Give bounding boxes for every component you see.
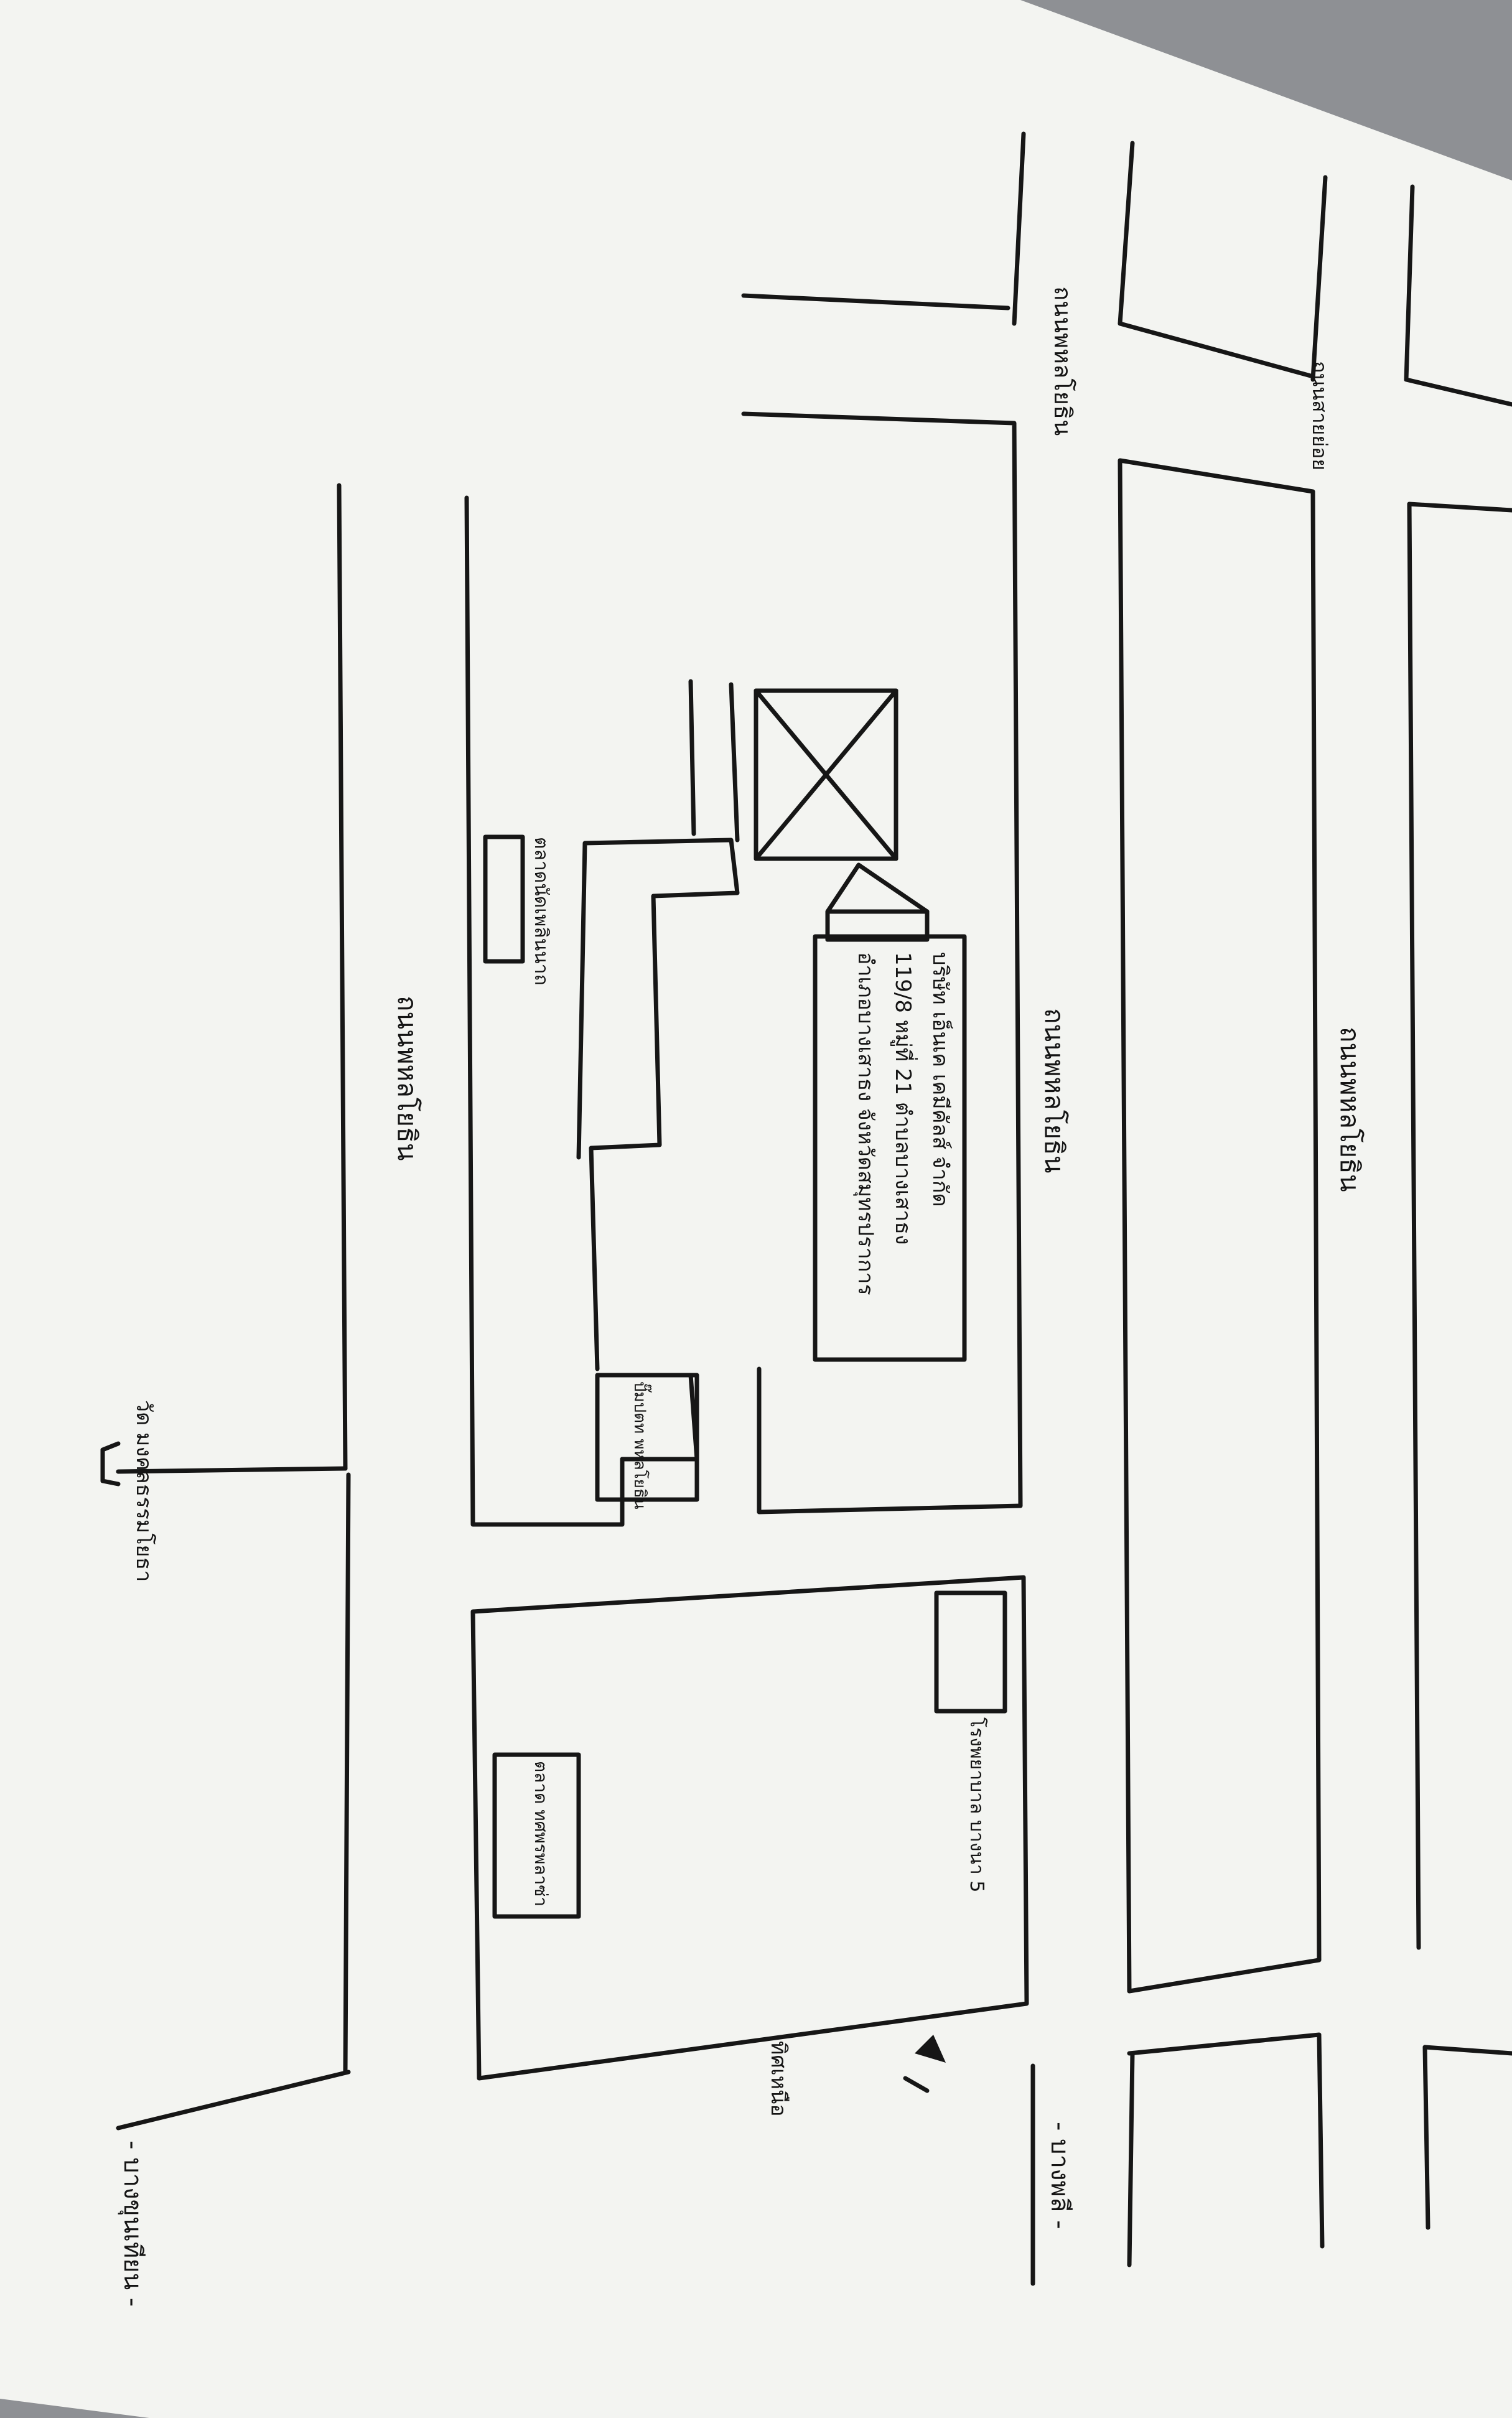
road-right-label: ถนนพหลโยธิน (1335, 1027, 1365, 1192)
road-right-block (1012, 131, 1512, 2286)
gas-station-box (595, 1373, 699, 1502)
block-lower (470, 1575, 1029, 2081)
road-center (464, 293, 1023, 1527)
company-label-box (813, 934, 967, 1362)
fresh-market-label: ตลาดนัดเพลินนาถ (530, 837, 552, 986)
north-label: ทิศเหนือ (766, 2041, 791, 2117)
hospital-label: โรงพยาบาล บางนา 5 (966, 1717, 988, 1892)
hospital-box (934, 1590, 1007, 1714)
direction-top-label: - บางขุนเทียน - (118, 2140, 147, 2307)
company-building (754, 688, 898, 861)
road-center-label: ถนนพหลโยธิน (1039, 1008, 1070, 1173)
temple-label: วัด มงคลธรรมโยธา (131, 1400, 156, 1582)
department-store-box (492, 1752, 581, 1919)
road-far-right-label: ถนนพหลโยธิน (1049, 286, 1076, 436)
branch-road-label: ถนนสายย่อย (1308, 361, 1332, 470)
direction-bottom-label: - บางพลี - (1045, 2122, 1074, 2229)
road-left-label: ถนนพหลโยธิน (392, 996, 422, 1160)
department-store-label: ตลาด ทศพรพลาซ่า (531, 1761, 551, 1907)
gas-station-label: ปั๊มปตท พหลโยธิน (630, 1381, 652, 1510)
arrow-to-company (825, 862, 930, 942)
fresh-market-box (483, 834, 525, 964)
north-marker (903, 2035, 946, 2093)
company-line1: บริษัท เอ็นเค เคมีคัลส์ จำกัด (928, 952, 953, 1207)
company-line2: 119/8 หมู่ที่ 21 ตำบลบางเสาธง (890, 952, 918, 1245)
road-left (100, 483, 351, 2131)
company-line3: อำเภอบางเสาธง จังหวัดสมุทรปราการ (853, 952, 878, 1295)
